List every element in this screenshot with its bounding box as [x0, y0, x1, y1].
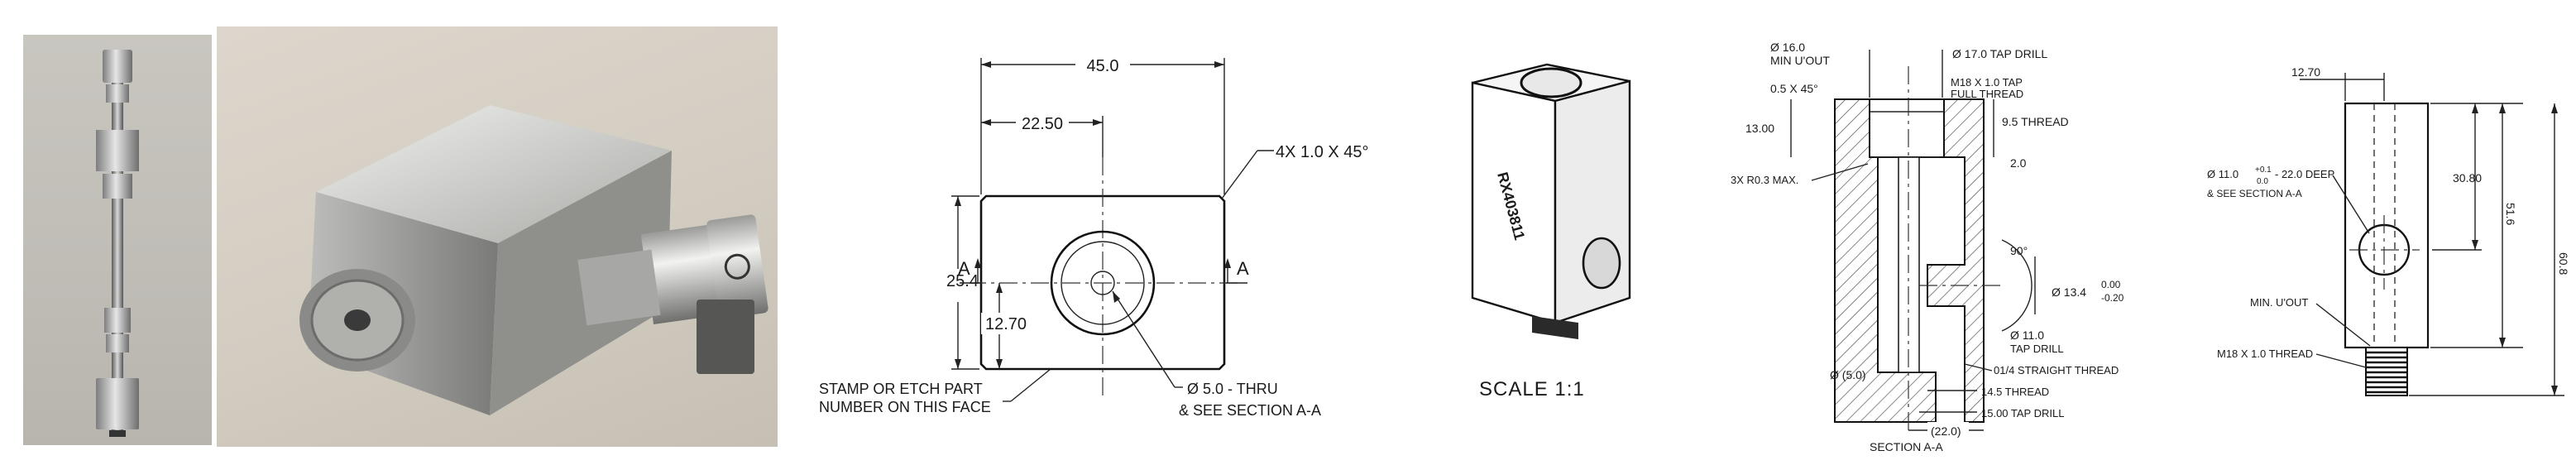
thread-stub — [2365, 347, 2408, 396]
dim-1500: 15.00 TAP DRILL — [1981, 407, 2064, 419]
photo-sensor-block — [217, 26, 778, 447]
sensor-block-illustration — [299, 105, 768, 415]
dia-small: Ø (5.0) — [1830, 368, 1866, 381]
dim-145: 14.5 THREAD — [1981, 386, 2049, 398]
side-drill-line1: Ø 11.0 — [2010, 328, 2044, 342]
pipe-thread: 01/4 STRAIGHT THREAD — [1994, 364, 2119, 376]
chamfer-note: 4X 1.0 X 45° — [1276, 143, 1369, 161]
section-mark-right: A — [1237, 258, 1249, 279]
dia-side: Ø 13.4 — [2052, 285, 2086, 299]
radius-note: 3X R0.3 MAX. — [1731, 174, 1798, 186]
dim-width: 45.0 — [1087, 57, 1119, 75]
side-min-uout: MIN. U'OUT — [2250, 296, 2308, 309]
scale-label: SCALE 1:1 — [1479, 378, 1585, 400]
min-uout-top: MIN U'OUT — [1770, 54, 1830, 67]
sensor-assembly-illustration — [96, 50, 139, 437]
isometric-svg: RX403811 SCALE 1:1 — [1471, 63, 1631, 400]
section-title: SECTION A-A — [1870, 440, 1943, 453]
depth-13: 13.00 — [1745, 122, 1774, 135]
side-dim-3080: 30.80 — [2453, 171, 2482, 185]
dim-2: 2.0 — [2010, 156, 2027, 170]
side-dim-608: 60.8 — [2557, 252, 2570, 275]
thread-depth: 9.5 THREAD — [2002, 115, 2069, 128]
tol-upper: 0.00 — [2101, 279, 2121, 290]
section-svg: Ø 16.0 MIN U'OUT Ø 17.0 TAP DRILL 0.5 X … — [1731, 41, 2124, 453]
front-outline — [979, 194, 1226, 371]
isometric-view: RX403811 SCALE 1:1 — [1439, 50, 1688, 414]
side-dim-516: 51.6 — [2504, 203, 2517, 225]
side-drill-line2: TAP DRILL — [2010, 343, 2064, 355]
side-hole-note: Ø 11.0 — [2207, 168, 2238, 180]
dim-22: (22.0) — [1931, 424, 1961, 438]
dim-half-width: 22.50 — [1022, 115, 1063, 133]
side-thread-note: M18 X 1.0 THREAD — [2217, 348, 2313, 360]
hole-note-line2: & SEE SECTION A-A — [1179, 402, 1321, 419]
thread-line2: FULL THREAD — [1951, 88, 2023, 100]
stamp-note-line1: STAMP OR ETCH PART — [819, 381, 983, 397]
side-tol-zero: 0.0 — [2257, 177, 2268, 186]
front-view-svg: 45.0 22.50 4X 1.0 X 45° 25.4 12.70 A — [819, 53, 1369, 419]
top-chamfer: 0.5 X 45° — [1770, 82, 1818, 95]
side-hole-note-line2: & SEE SECTION A-A — [2207, 188, 2302, 199]
stamp-note-line2: NUMBER ON THIS FACE — [819, 399, 991, 415]
side-svg: 12.70 Ø 11.0 +0.1 0.0 - 22.0 DEEP & SEE … — [2207, 65, 2570, 396]
section-mark-left: A — [958, 258, 970, 279]
dim-height: 25.4 — [946, 272, 979, 290]
side-tol-plus: +0.1 — [2255, 165, 2272, 175]
side-hole-depth: - 22.0 DEEP — [2275, 168, 2334, 180]
dim-center-height: 12.70 — [985, 315, 1027, 333]
side-view: 12.70 Ø 11.0 +0.1 0.0 - 22.0 DEEP & SEE … — [2200, 33, 2573, 447]
angle: 90° — [2010, 244, 2028, 257]
photo-sensor-assembly — [23, 35, 212, 445]
hole-note-line1: Ø 5.0 - THRU — [1187, 381, 1278, 397]
front-view-drawing: 45.0 22.50 4X 1.0 X 45° 25.4 12.70 A — [794, 33, 1423, 439]
tol-lower: -0.20 — [2101, 292, 2124, 304]
thread-line1: M18 X 1.0 TAP — [1951, 76, 2023, 89]
side-dim-top: 12.70 — [2291, 65, 2320, 79]
tap-drill-top: Ø 17.0 TAP DRILL — [1952, 47, 2047, 60]
section-view: Ø 16.0 MIN U'OUT Ø 17.0 TAP DRILL 0.5 X … — [1729, 33, 2192, 455]
dia-top: Ø 16.0 — [1770, 41, 1805, 54]
